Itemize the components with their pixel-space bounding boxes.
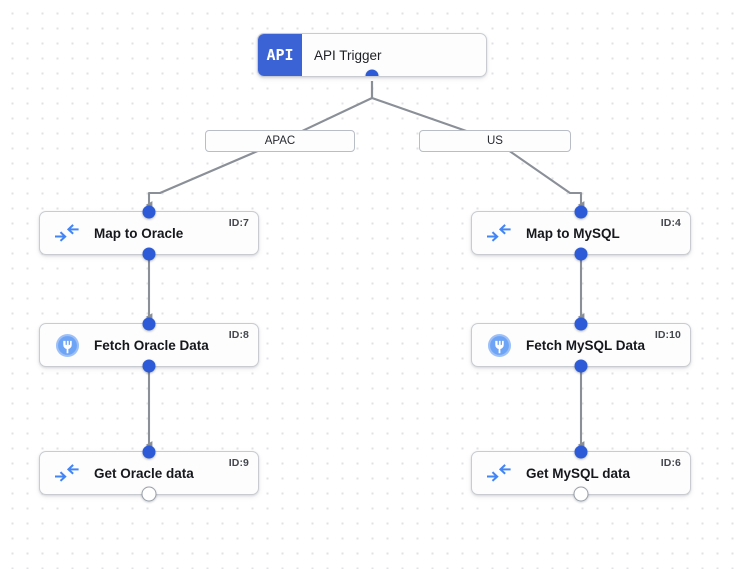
output-port[interactable]	[574, 247, 588, 261]
database-plug-icon	[486, 332, 512, 358]
node-label: Fetch MySQL Data	[526, 337, 646, 353]
input-port[interactable]	[574, 205, 588, 219]
output-port[interactable]	[365, 69, 379, 76]
node-api-trigger[interactable]: API API Trigger	[257, 33, 487, 77]
node-fetch-mysql-data[interactable]: Fetch MySQL Data ID:10	[471, 317, 691, 373]
node-id-badge: ID:9	[228, 457, 249, 469]
node-id-badge: ID:8	[228, 329, 249, 341]
database-plug-icon	[487, 333, 511, 357]
condition-label: APAC	[264, 135, 296, 147]
node-label: Get Oracle data	[94, 465, 194, 481]
input-port[interactable]	[574, 317, 588, 331]
database-plug-icon	[54, 332, 80, 358]
merge-arrows-icon	[55, 464, 79, 482]
node-title: API Trigger	[314, 47, 382, 63]
input-port[interactable]	[142, 445, 156, 459]
input-port[interactable]	[142, 317, 156, 331]
node-id-badge: ID:7	[228, 217, 249, 229]
node-map-to-mysql[interactable]: Map to MySQL ID:4	[471, 205, 691, 261]
node-label: Map to Oracle	[94, 225, 184, 241]
output-port[interactable]	[573, 486, 589, 502]
input-port[interactable]	[574, 445, 588, 459]
node-map-to-oracle[interactable]: Map to Oracle ID:7	[39, 205, 259, 261]
node-label: Get MySQL data	[526, 465, 631, 481]
condition-label: US	[487, 135, 503, 147]
output-port[interactable]	[142, 247, 156, 261]
merge-arrows-icon	[54, 220, 80, 246]
node-id-badge: ID:6	[660, 457, 681, 469]
merge-arrows-icon	[486, 460, 512, 486]
node-get-oracle-data[interactable]: Get Oracle data ID:9	[39, 445, 259, 502]
merge-arrows-icon	[54, 460, 80, 486]
node-label: Map to MySQL	[526, 225, 620, 241]
node-id-badge: ID:4	[660, 217, 681, 229]
database-plug-icon	[55, 333, 79, 357]
merge-arrows-icon	[486, 220, 512, 246]
merge-arrows-icon	[487, 224, 511, 242]
merge-arrows-icon	[487, 464, 511, 482]
merge-arrows-icon	[55, 224, 79, 242]
condition-chip-us[interactable]: US	[419, 130, 571, 152]
input-port[interactable]	[142, 205, 156, 219]
node-get-mysql-data[interactable]: Get MySQL data ID:6	[471, 445, 691, 502]
condition-chip-apac[interactable]: APAC	[205, 130, 355, 152]
node-id-badge: ID:10	[654, 329, 681, 341]
output-port[interactable]	[141, 486, 157, 502]
node-fetch-oracle-data[interactable]: Fetch Oracle Data ID:8	[39, 317, 259, 373]
output-port[interactable]	[142, 359, 156, 373]
output-port[interactable]	[574, 359, 588, 373]
api-badge-icon: API	[258, 34, 302, 76]
node-label: Fetch Oracle Data	[94, 337, 209, 353]
